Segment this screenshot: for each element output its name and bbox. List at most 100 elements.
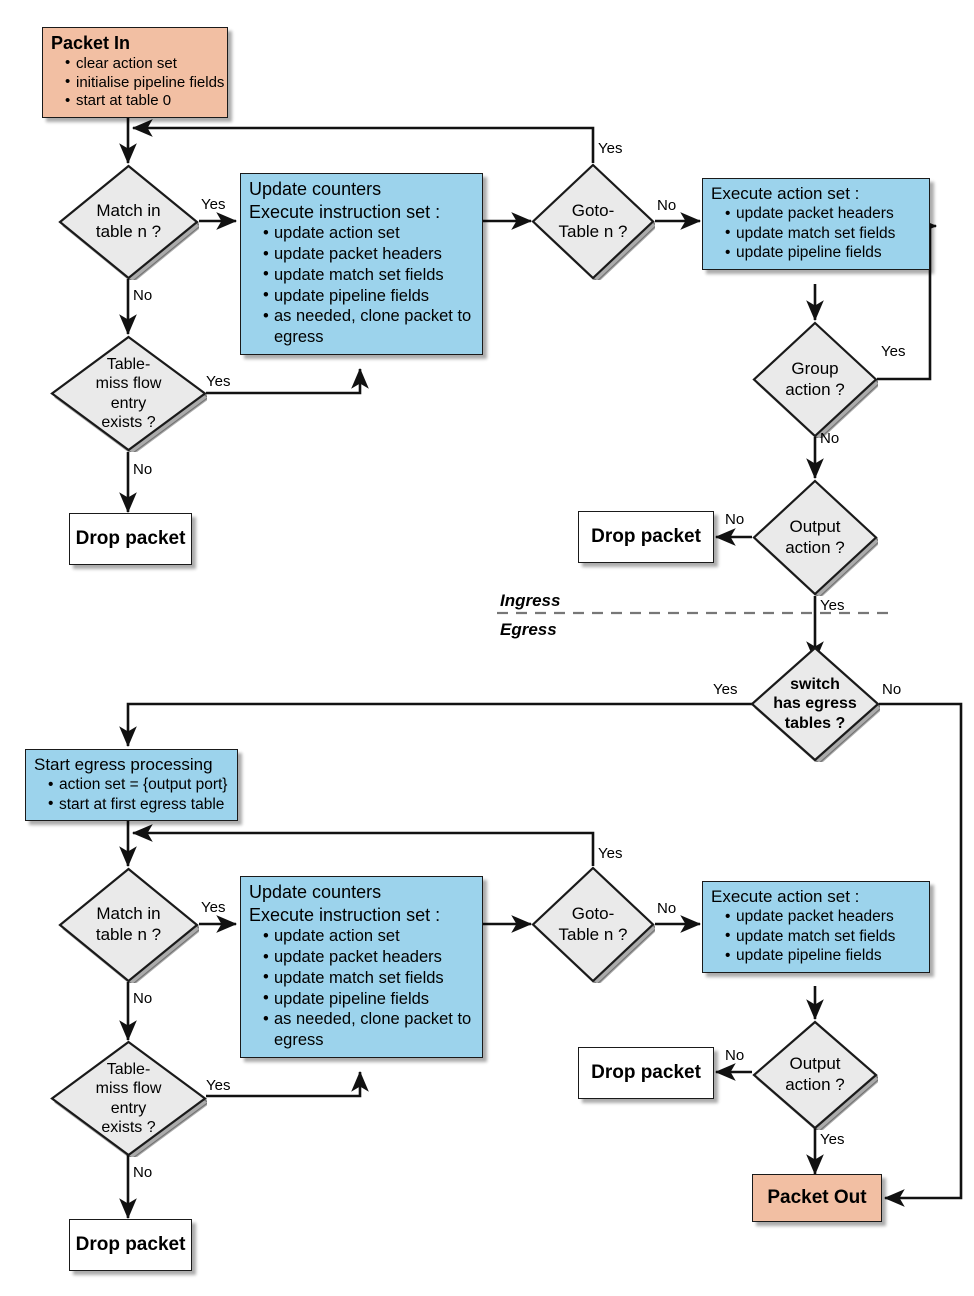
decision-label: Table- miss flow entry exists ? xyxy=(95,356,162,431)
packet-out-label: Packet Out xyxy=(767,1187,867,1209)
update-counters-list: update action set update packet headers … xyxy=(249,926,474,1051)
list-item: update packet headers xyxy=(263,244,474,265)
list-item: as needed, clone packet to egress xyxy=(263,306,486,348)
edge-label-egress-no: No xyxy=(882,681,902,698)
decision-table-miss-2[interactable]: Table- miss flow entry exists ? xyxy=(50,1040,207,1157)
execute-action-set-list: update packet headers update match set f… xyxy=(711,204,921,263)
diamond-shape xyxy=(58,867,199,983)
node-start-egress-processing[interactable]: Start egress processing action set = {ou… xyxy=(25,749,238,822)
diamond-shape xyxy=(50,335,207,452)
decision-group-action[interactable]: Group action ? xyxy=(752,321,878,438)
decision-table-miss-1[interactable]: Table- miss flow entry exists ? xyxy=(50,335,207,452)
edge-label-match1-yes: Yes xyxy=(201,196,226,213)
decision-label: Match in table n ? xyxy=(95,201,162,241)
diamond-shape xyxy=(531,866,655,983)
execute-action-set-list: update packet headers update match set f… xyxy=(711,907,921,966)
edge-label-group-yes: Yes xyxy=(881,343,906,360)
edge-label-tablemiss1-yes: Yes xyxy=(206,373,231,390)
edge-label-goto1-no: No xyxy=(657,197,677,214)
decision-label: switch has egress tables ? xyxy=(773,675,857,732)
node-drop-packet-2[interactable]: Drop packet xyxy=(578,511,714,563)
diamond-shape xyxy=(752,1020,878,1130)
diamond-shape xyxy=(752,321,878,438)
list-item: update match set fields xyxy=(263,967,474,989)
edge-label-output2-no: No xyxy=(725,1047,745,1064)
diamond-shape xyxy=(50,1040,207,1157)
edge-label-output1-no: No xyxy=(725,511,745,528)
packet-in-title: Packet In xyxy=(51,33,131,53)
start-egress-list: action set = {output port} start at firs… xyxy=(34,775,229,814)
decision-label: Output action ? xyxy=(785,1054,845,1094)
decision-label: Goto- Table n ? xyxy=(558,200,628,241)
drop-packet-label: Drop packet xyxy=(591,526,701,548)
start-egress-title: Start egress processing xyxy=(34,755,213,774)
egress-zone-label: Egress xyxy=(500,620,557,639)
list-item: clear action set xyxy=(65,54,219,74)
list-item: update match set fields xyxy=(725,926,921,947)
ingress-zone-label: Ingress xyxy=(500,591,561,610)
diamond-shape xyxy=(58,164,199,280)
edge-label-goto1-yes: Yes xyxy=(598,140,623,157)
edge-label-egress-yes: Yes xyxy=(713,681,738,698)
edge-label-output1-yes: Yes xyxy=(820,597,845,614)
node-drop-packet-3[interactable]: Drop packet xyxy=(69,1219,192,1271)
edge-label-tablemiss1-no: No xyxy=(133,461,153,478)
execute-instruction-set-title: Execute instruction set : xyxy=(249,201,441,222)
diamond-shape xyxy=(750,646,880,762)
edge-label-goto2-no: No xyxy=(657,900,677,917)
list-item: start at table 0 xyxy=(65,92,219,111)
list-item: update pipeline fields xyxy=(725,243,921,263)
decision-label: Group action ? xyxy=(785,358,845,399)
list-item: update action set xyxy=(263,223,474,244)
execute-instruction-set-title: Execute instruction set : xyxy=(249,904,441,925)
decision-output-action-1[interactable]: Output action ? xyxy=(752,479,878,596)
decision-label: Goto- Table n ? xyxy=(558,903,628,944)
node-execute-action-set-1[interactable]: Execute action set : update packet heade… xyxy=(702,178,930,270)
node-packet-in[interactable]: Packet In clear action set initialise pi… xyxy=(42,27,228,119)
node-drop-packet-4[interactable]: Drop packet xyxy=(578,1047,714,1099)
edge-goto1-yes-loop xyxy=(131,119,595,163)
drop-packet-label: Drop packet xyxy=(591,1062,701,1084)
edge-label-match2-yes: Yes xyxy=(201,899,226,916)
list-item: update pipeline fields xyxy=(263,285,474,307)
node-update-counters-2[interactable]: Update counters Execute instruction set … xyxy=(240,876,483,1059)
edge-label-match2-no: No xyxy=(133,990,153,1007)
edge-label-tablemiss2-yes: Yes xyxy=(206,1077,231,1094)
diamond-shape xyxy=(752,479,878,596)
execute-action-set-title: Execute action set : xyxy=(711,887,860,906)
list-item: update packet headers xyxy=(725,907,921,927)
list-item: update action set xyxy=(263,926,474,947)
edge-egress-yes xyxy=(119,702,752,748)
drop-packet-label: Drop packet xyxy=(75,1234,186,1256)
decision-output-action-2[interactable]: Output action ? xyxy=(752,1020,878,1130)
decision-match-in-table-2[interactable]: Match in table n ? xyxy=(58,867,199,983)
decision-goto-table-1[interactable]: Goto- Table n ? xyxy=(531,163,655,280)
packet-in-list: clear action set initialise pipeline fie… xyxy=(51,54,224,112)
list-item: update match set fields xyxy=(263,264,474,286)
diamond-shape xyxy=(531,163,655,280)
node-packet-out[interactable]: Packet Out xyxy=(752,1174,882,1222)
decision-switch-has-egress-tables[interactable]: switch has egress tables ? xyxy=(750,646,880,762)
edge-label-output2-yes: Yes xyxy=(820,1131,845,1148)
node-execute-action-set-2[interactable]: Execute action set : update packet heade… xyxy=(702,881,930,973)
list-item: update packet headers xyxy=(725,204,921,224)
list-item: initialise pipeline fields xyxy=(65,73,224,93)
edge-label-group-no: No xyxy=(820,430,840,447)
update-counters-list: update action set update packet headers … xyxy=(249,223,474,348)
node-update-counters-1[interactable]: Update counters Execute instruction set … xyxy=(240,173,483,356)
node-drop-packet-1[interactable]: Drop packet xyxy=(69,513,192,565)
edge-goto2-yes-loop xyxy=(131,824,595,866)
decision-goto-table-2[interactable]: Goto- Table n ? xyxy=(531,866,655,983)
list-item: as needed, clone packet to egress xyxy=(263,1009,486,1051)
list-item: action set = {output port} xyxy=(48,775,229,795)
list-item: update pipeline fields xyxy=(263,988,474,1010)
edge-label-tablemiss2-no: No xyxy=(133,1164,153,1181)
execute-action-set-title: Execute action set : xyxy=(711,184,860,203)
decision-label: Output action ? xyxy=(785,516,845,557)
edge-label-goto2-yes: Yes xyxy=(598,845,623,862)
update-counters-title: Update counters xyxy=(249,882,382,902)
decision-match-in-table-1[interactable]: Match in table n ? xyxy=(58,164,199,280)
decision-label: Match in table n ? xyxy=(95,904,162,944)
drop-packet-label: Drop packet xyxy=(75,528,186,550)
